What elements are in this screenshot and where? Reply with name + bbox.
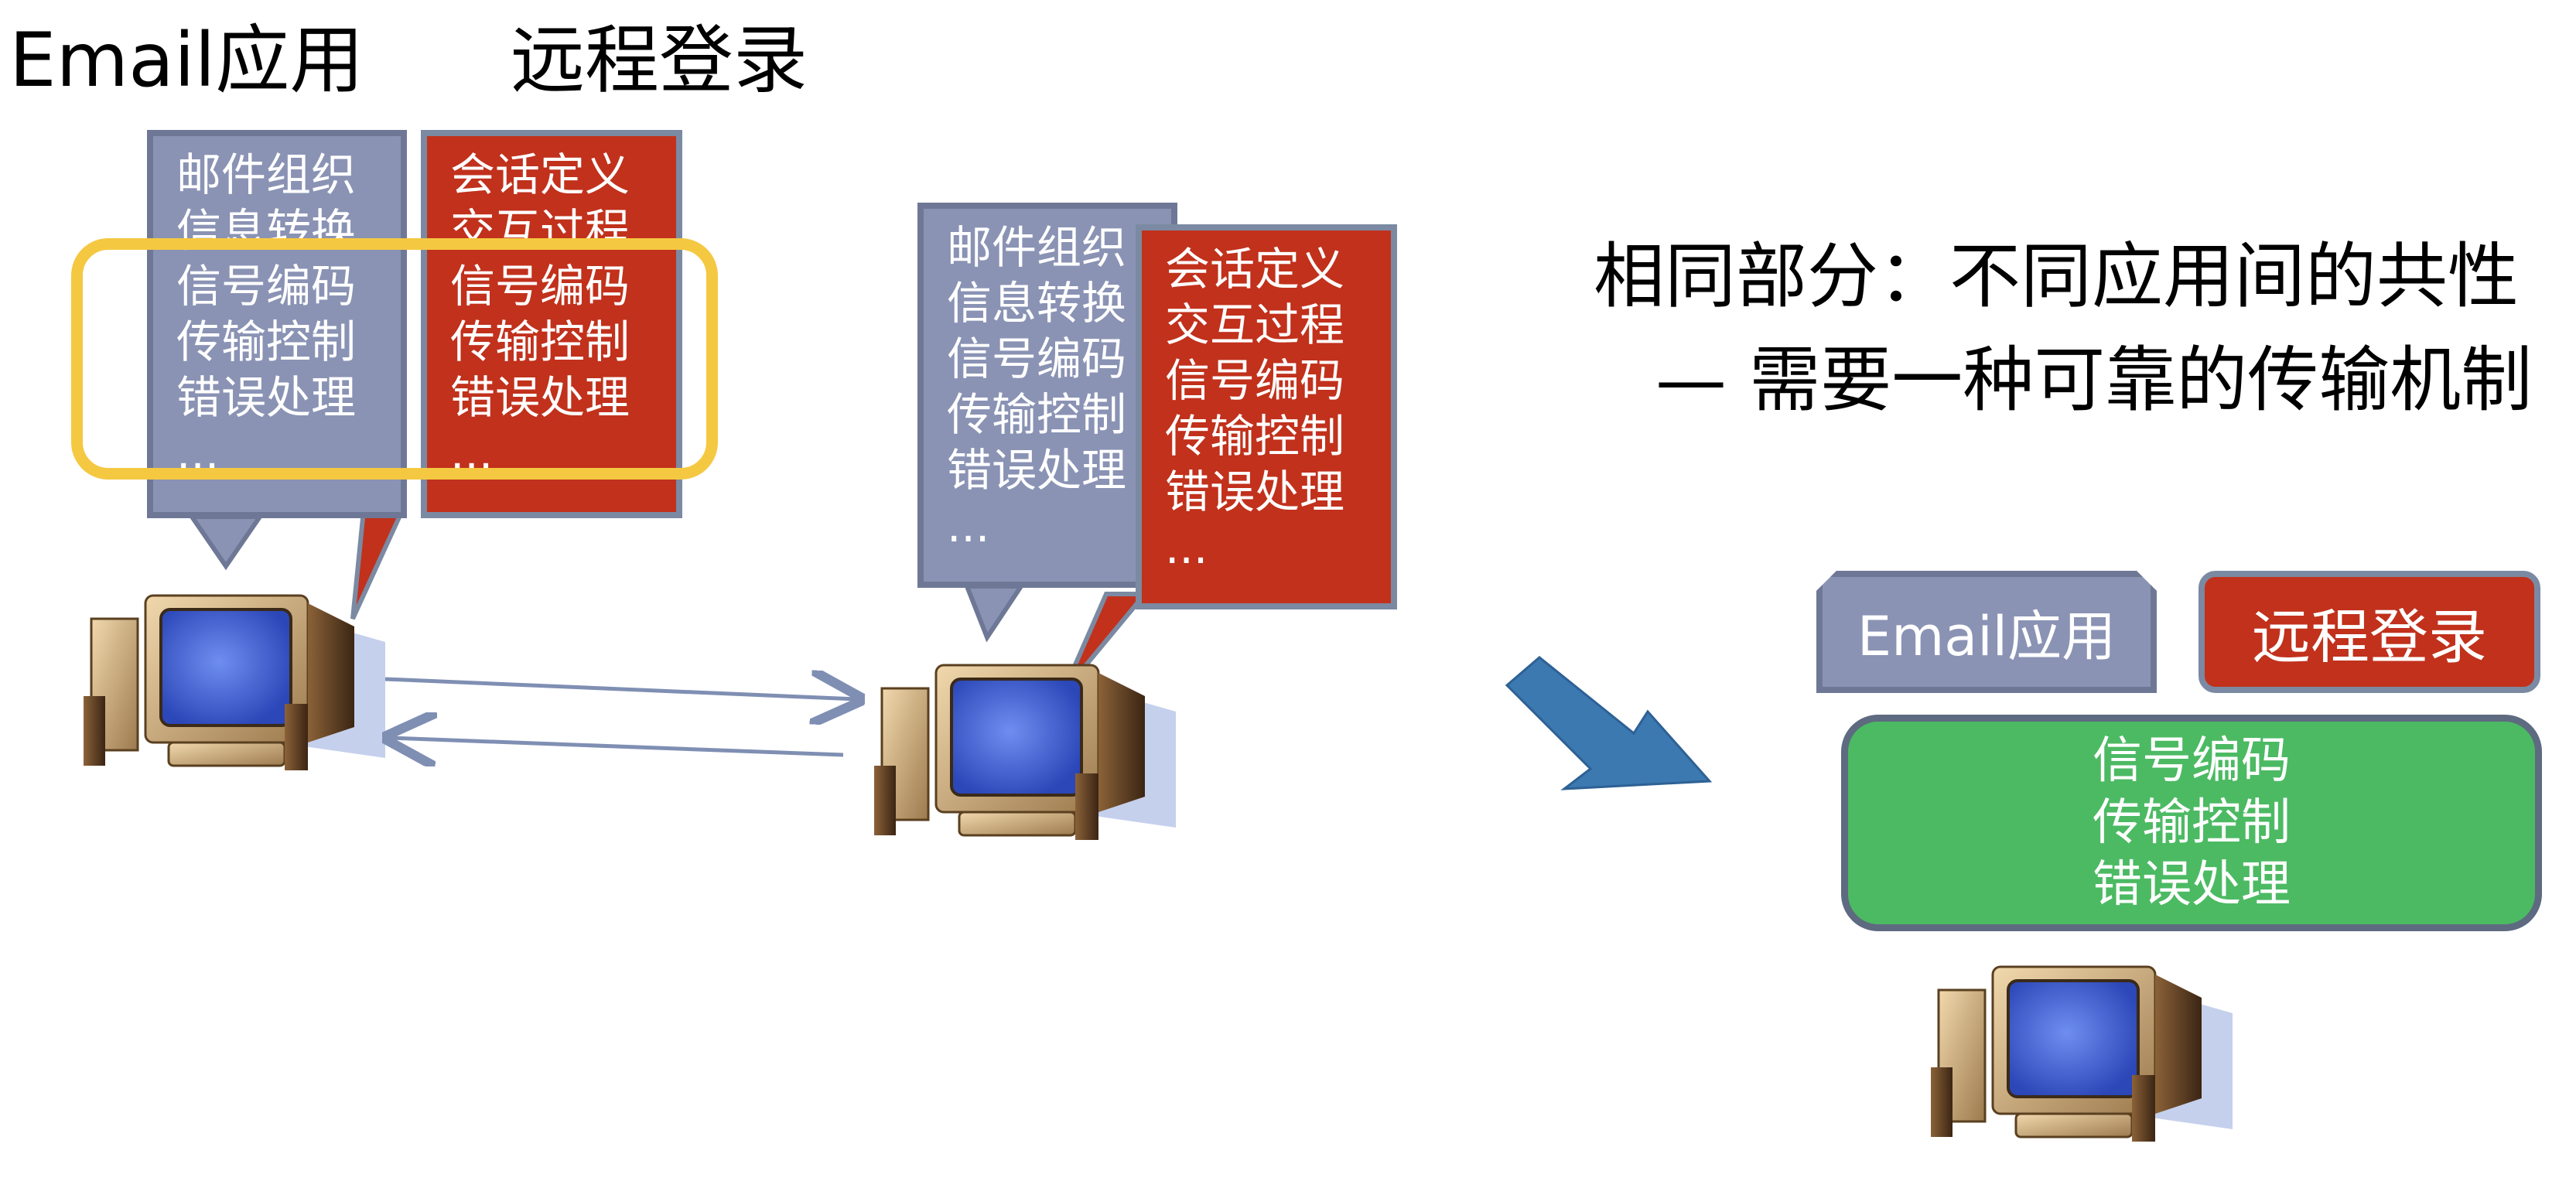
line: 传输控制	[947, 388, 1127, 441]
heading-remote-login: 远程登录	[511, 17, 808, 104]
common-functions-highlight	[71, 238, 718, 480]
line: 错误处理	[450, 371, 630, 424]
line: ...	[947, 500, 990, 552]
line: 传输控制	[176, 316, 357, 368]
host-b-email-lines: 邮件组织 信息转换 信号编码 传输控制 错误处理 ...	[947, 220, 1126, 554]
transform-arrow-icon	[1505, 656, 1713, 790]
stack-common-line: 传输控制	[2093, 794, 2291, 852]
line: 信息转换	[947, 277, 1127, 329]
stack-email-layer: Email应用	[1816, 571, 2157, 693]
arrow-b-to-a	[390, 738, 844, 755]
line: 邮件组织	[947, 221, 1127, 274]
line: 错误处理	[947, 444, 1127, 497]
heading-email-app: Email应用	[9, 17, 364, 104]
computer-a-icon	[84, 594, 385, 770]
host-b-remote-bubble: 会话定义 交互过程 信号编码 传输控制 错误处理 ...	[1136, 224, 1397, 609]
host-b-email-bubble: 邮件组织 信息转换 信号编码 传输控制 错误处理 ...	[917, 203, 1177, 588]
computer-b-icon	[874, 664, 1176, 840]
stack-common-layer: 信号编码 传输控制 错误处理	[1841, 715, 2542, 931]
line: 邮件组织	[176, 148, 357, 201]
conclusion-line-2: — 需要一种可靠的传输机制	[1655, 339, 2533, 422]
stack-common-line: 错误处理	[2093, 856, 2291, 913]
line: 信号编码	[450, 260, 630, 312]
line: 会话定义	[450, 148, 630, 201]
line: 传输控制	[1165, 410, 1345, 463]
line: 错误处理	[1165, 466, 1345, 518]
line: 信号编码	[947, 333, 1127, 385]
stack-common-line: 信号编码	[2093, 732, 2291, 790]
line: 信号编码	[1165, 354, 1345, 407]
computer-c-icon	[1931, 965, 2233, 1142]
line: 传输控制	[450, 316, 630, 368]
line: 会话定义	[1165, 243, 1345, 295]
conclusion-line-1: 相同部分：不同应用间的共性	[1594, 235, 2520, 318]
line: ...	[1165, 521, 1208, 574]
arrow-a-to-b	[384, 679, 857, 699]
line: 交互过程	[1165, 299, 1345, 351]
line: 信号编码	[176, 260, 357, 312]
host-b-remote-lines: 会话定义 交互过程 信号编码 传输控制 错误处理 ...	[1165, 241, 1344, 575]
stack-remote-layer: 远程登录	[2198, 571, 2540, 693]
line: 错误处理	[176, 371, 357, 424]
